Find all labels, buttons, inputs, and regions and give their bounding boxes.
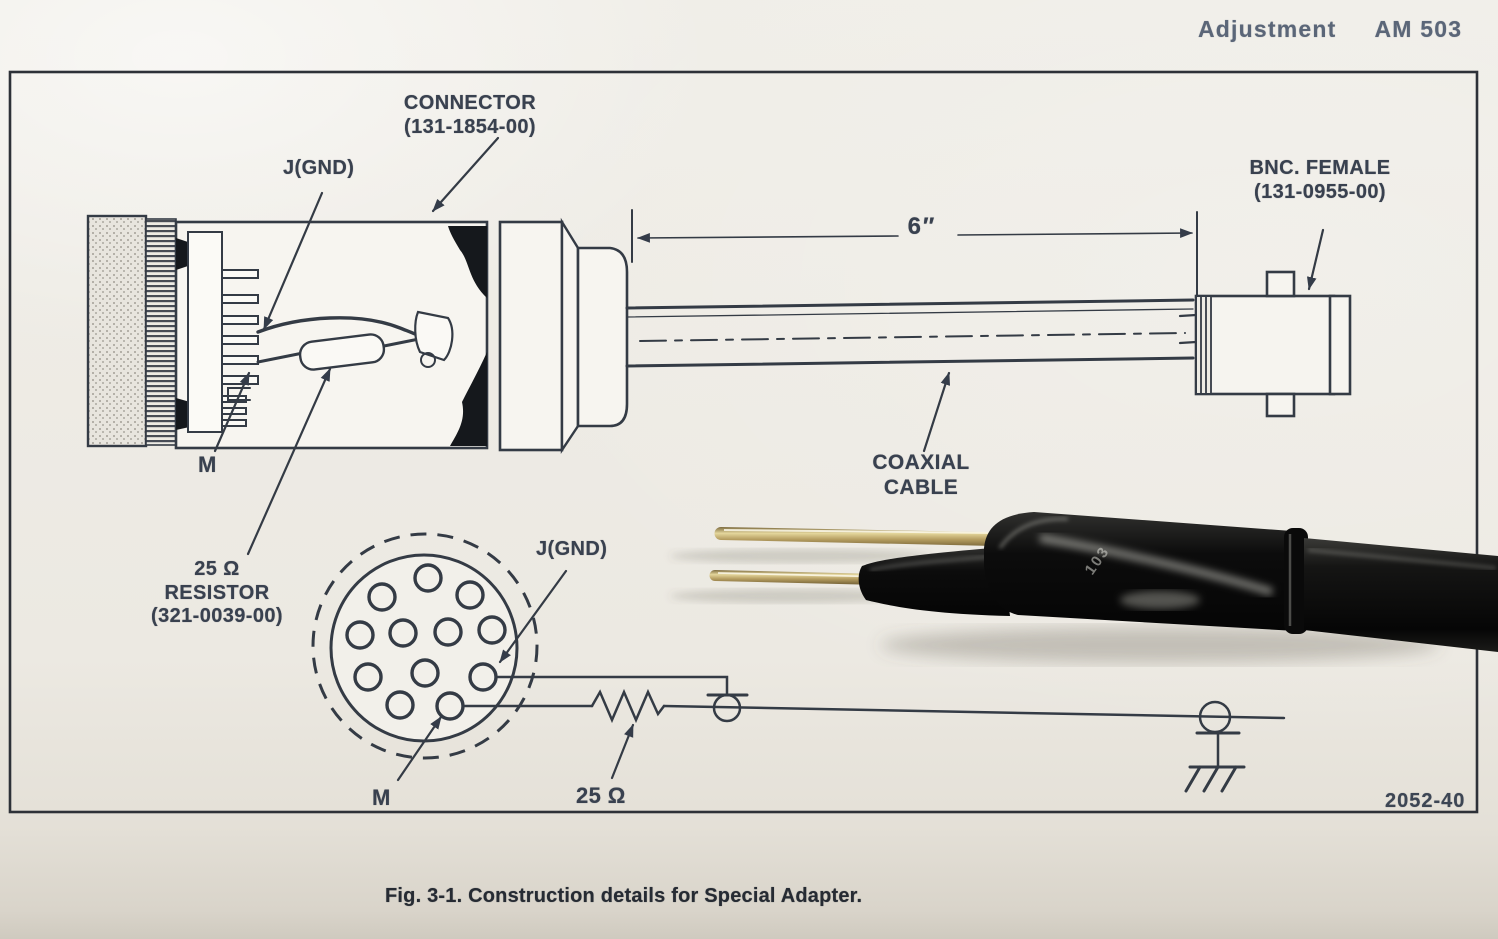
adapter-shrink-tube (858, 547, 1010, 616)
bnc-female-drawing (1178, 270, 1352, 418)
header-section-title: Adjustment (1198, 16, 1337, 42)
m-callout-face: M (372, 785, 391, 810)
adapter-photo (670, 512, 1498, 663)
photo-shadow (880, 627, 1440, 663)
figure-id: 2052-40 (1385, 790, 1466, 812)
resistor-callout-part: (321-0039-00) (151, 605, 283, 628)
connector-callout-name: CONNECTOR (403, 92, 537, 114)
connector-assembly-drawing (86, 214, 629, 454)
schematic-drawing (461, 675, 1286, 793)
bnc-callout-part: (131-0955-00) (1254, 180, 1386, 203)
cable-length-label: 6″ (907, 213, 937, 240)
coaxial-cable-callout: COAXIAL CABLE (872, 451, 970, 499)
resistor-callout-name: RESISTOR (164, 581, 270, 604)
connector-callout: CONNECTOR (131-1854-00) (404, 92, 536, 139)
adapter-collar (1284, 528, 1308, 634)
resistor-callout-value: 25 Ω (194, 558, 240, 580)
adapter-body (984, 512, 1296, 631)
page-header: Adjustment AM 503 (1198, 16, 1462, 43)
figure-frame (8, 70, 1479, 814)
header-instrument-model: AM 503 (1374, 16, 1463, 42)
coax-cable-drawing (625, 298, 1195, 368)
j-gnd-callout-top: J(GND) (283, 157, 355, 179)
figure-caption: Fig. 3-1. Construction details for Speci… (385, 885, 863, 907)
connector-callout-part: (131-1854-00) (404, 115, 536, 138)
connector-face-drawing (311, 532, 539, 760)
adapter-lower-pin (709, 570, 880, 585)
resistor-callout: 25 Ω RESISTOR (321-0039-00) (151, 558, 283, 629)
callout-leaders (213, 136, 1325, 782)
resistor-value-label: 25 Ω (576, 783, 626, 808)
m-callout-top: M (198, 452, 217, 477)
j-gnd-callout-face: J(GND) (536, 538, 608, 560)
adapter-cable (1304, 538, 1498, 652)
bnc-callout-name: BNC. FEMALE (1249, 157, 1391, 179)
bnc-female-callout: BNC. FEMALE (131-0955-00) (1249, 157, 1390, 204)
dimension-6in (631, 209, 1198, 297)
